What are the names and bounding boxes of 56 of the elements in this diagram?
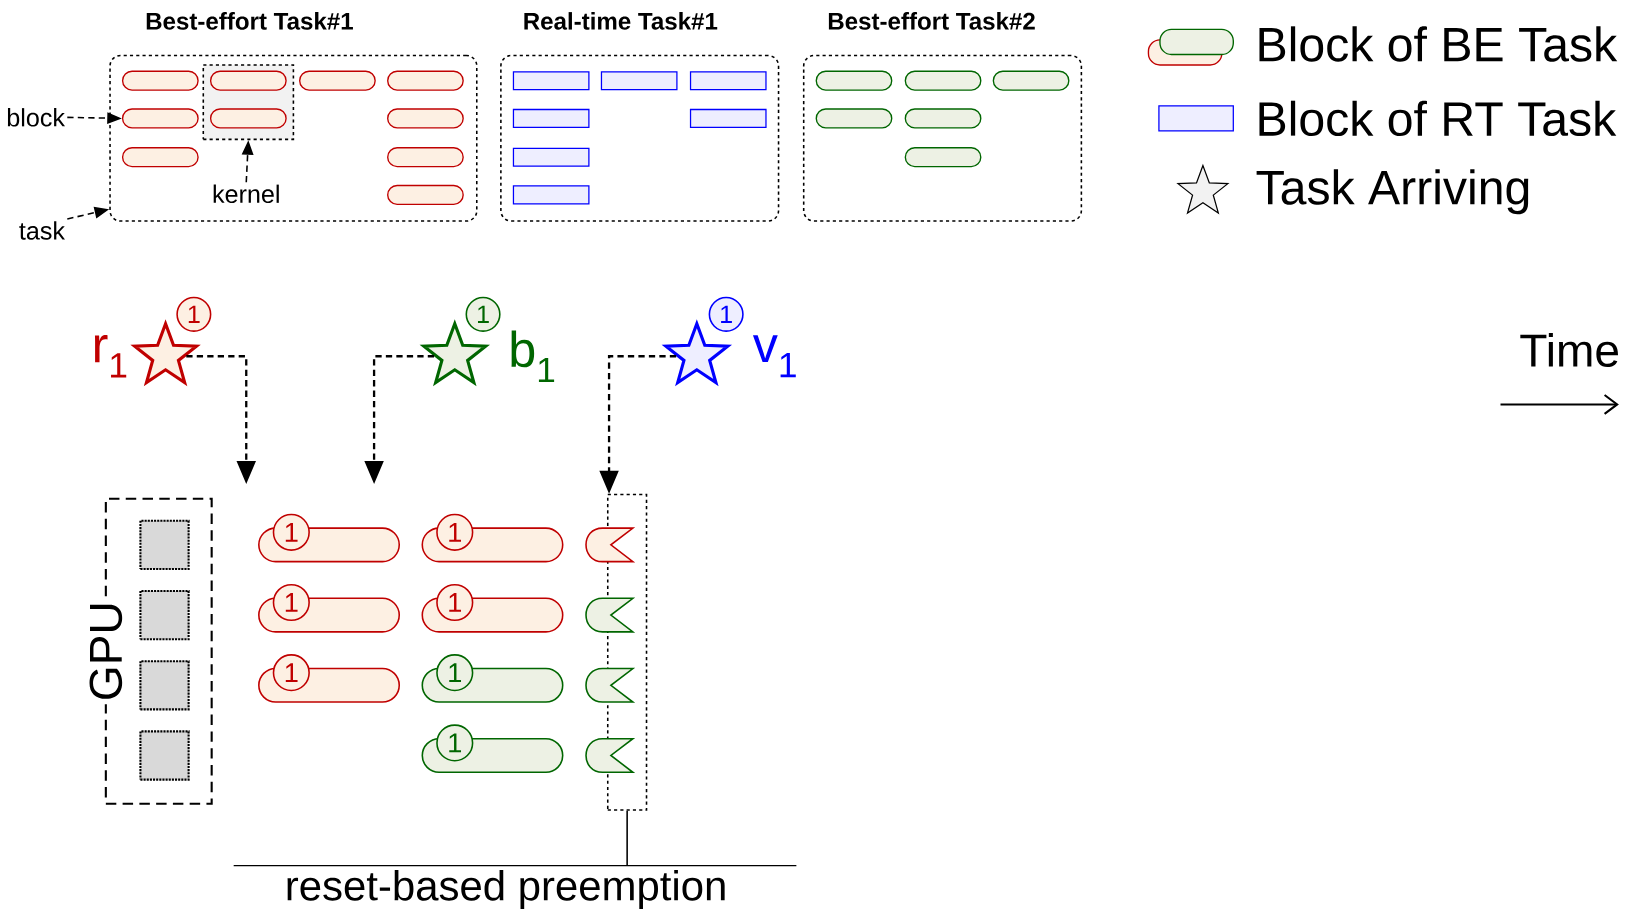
- block-pill: [299, 70, 376, 91]
- box-title: Best-effort Task#2: [828, 12, 1035, 30]
- leader-line: [626, 809, 628, 867]
- preempted-block: [585, 737, 634, 773]
- block-rectangle: [689, 108, 767, 128]
- block-pill: [904, 147, 982, 168]
- block-pill: [387, 108, 464, 129]
- block-pill: [121, 108, 199, 129]
- number-badge: 1: [272, 513, 310, 551]
- number-badge: 1: [272, 583, 310, 622]
- axis-label: Time: [1520, 333, 1618, 367]
- block-pill: [815, 70, 893, 91]
- preempted-block: [585, 667, 634, 703]
- block-rectangle: [600, 71, 678, 91]
- block-pill: [209, 70, 287, 91]
- block-pill: [121, 147, 199, 168]
- block-pill: [121, 70, 199, 91]
- leader-label: task: [19, 221, 65, 240]
- number-badge: 1: [465, 296, 501, 332]
- block-pill: [387, 184, 464, 205]
- number-badge: 1: [176, 296, 212, 332]
- number-badge: 1: [436, 724, 474, 762]
- task-label: b$_{1}$: [511, 330, 555, 383]
- block-pill: [992, 70, 1070, 91]
- box-title: Best-effort Task#1: [146, 12, 353, 30]
- box-title: Real-time Task#1: [524, 12, 718, 30]
- block-rectangle: [512, 71, 590, 91]
- legend-label: Block of RT Task: [1259, 100, 1617, 137]
- legend-label: Block of BE Task: [1259, 26, 1618, 62]
- number-badge: 1: [436, 654, 474, 692]
- legend-label: Task Arriving: [1256, 169, 1529, 215]
- block-pill: [815, 108, 893, 129]
- block-pill: [904, 108, 982, 129]
- task-label: v$_{1}$: [752, 335, 796, 378]
- number-badge: 1: [708, 296, 744, 332]
- block-rectangle: [512, 147, 590, 167]
- number-badge: 1: [436, 513, 474, 551]
- preempted-block: [585, 597, 634, 633]
- block-rectangle: [689, 71, 767, 91]
- block-pill: [904, 70, 982, 91]
- block-pill: [387, 147, 464, 168]
- core-square: [139, 730, 190, 781]
- core-square: [139, 660, 190, 711]
- number-badge: 1: [272, 654, 310, 692]
- preempted-block: [585, 527, 634, 563]
- core-square: [139, 589, 190, 641]
- block-pill: [387, 70, 464, 91]
- leader-label: block: [7, 108, 65, 127]
- core-square: [139, 519, 190, 570]
- bracket-label: reset-based preemption: [287, 869, 725, 909]
- number-badge: 1: [436, 583, 474, 622]
- leader-label: kernel: [213, 184, 279, 204]
- block-rectangle: [512, 185, 590, 205]
- block-rectangle: [512, 108, 590, 128]
- task-label: r$_{1}$: [94, 335, 127, 378]
- block-pill: [209, 108, 287, 129]
